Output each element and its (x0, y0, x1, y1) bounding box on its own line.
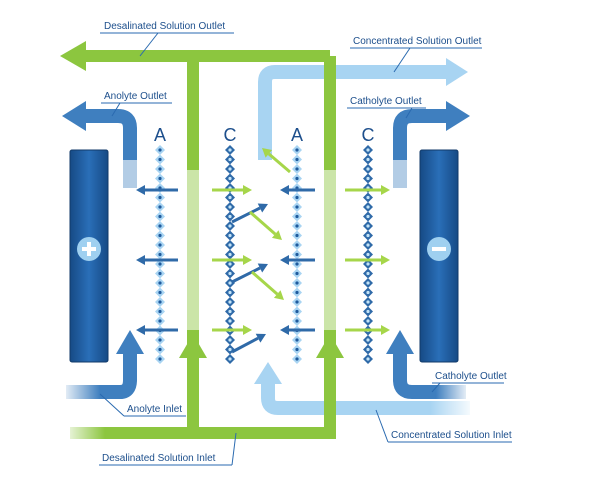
anion-arrow-left-2 (136, 325, 178, 335)
label-anolyte-outlet: Anolyte Outlet (101, 91, 172, 117)
diagonal-ion-arrow-0 (231, 203, 268, 224)
membrane-label-2: C (224, 125, 237, 145)
diagonal-ion-arrow-1 (231, 263, 268, 284)
anolyte-flow (60, 101, 144, 401)
cation-arrow-right-1 (212, 255, 252, 265)
label-concentrated-outlet: Concentrated Solution Outlet (350, 36, 482, 73)
membrane-label-1: A (154, 125, 166, 145)
label-catholyte-outlet-top: Catholyte Outlet (347, 96, 426, 119)
cation-arrow-cathode-2 (345, 325, 390, 335)
svg-text:Concentrated Solution Outlet: Concentrated Solution Outlet (353, 36, 482, 47)
svg-text:Anolyte Outlet: Anolyte Outlet (104, 91, 167, 102)
anion-arrow-left-0 (136, 185, 178, 195)
diagonal-ion-arrow-2 (231, 333, 266, 354)
cation-arrow-cathode-1 (345, 255, 390, 265)
label-anolyte-inlet: Anolyte Inlet (99, 393, 186, 417)
label-desalinated-outlet: Desalinated Solution Outlet (100, 21, 234, 57)
svg-text:Catholyte Outlet: Catholyte Outlet (435, 371, 507, 382)
cation-arrow-right-2 (212, 325, 252, 335)
membrane-1-anion (155, 145, 165, 364)
cation-arrow-cathode-0 (345, 185, 390, 195)
desalinated-solution-flow (60, 41, 344, 441)
concentrated-solution-flow (254, 58, 475, 418)
membrane-label-4: C (362, 125, 375, 145)
catholyte-flow (386, 101, 471, 401)
membrane-label-3: A (291, 125, 303, 145)
ion-migration-arrows (136, 148, 390, 354)
anion-arrow-left-1 (136, 255, 178, 265)
svg-text:Concentrated Solution Inlet: Concentrated Solution Inlet (391, 430, 512, 441)
cation-arrow-right-0 (212, 185, 252, 195)
diagonal-ion-arrow-4 (251, 270, 284, 300)
anode-electrode (69, 149, 109, 363)
anion-arrow-mid-0 (280, 185, 315, 195)
svg-text:Desalinated Solution Inlet: Desalinated Solution Inlet (102, 453, 216, 464)
label-catholyte-outlet-bottom: Catholyte Outlet (431, 371, 507, 393)
membrane-2-cation (225, 145, 235, 364)
svg-text:Anolyte Inlet: Anolyte Inlet (127, 404, 182, 415)
svg-text:Catholyte Outlet: Catholyte Outlet (350, 96, 422, 107)
membrane-stack (155, 145, 373, 364)
membrane-3-anion (292, 145, 302, 364)
svg-text:Desalinated Solution Outlet: Desalinated Solution Outlet (104, 21, 225, 32)
label-desalinated-inlet: Desalinated Solution Inlet (99, 432, 237, 466)
top-ion-arrow (262, 148, 291, 174)
cathode-electrode (419, 149, 459, 363)
label-concentrated-inlet: Concentrated Solution Inlet (375, 409, 512, 443)
anion-arrow-mid-1 (280, 255, 315, 265)
diagonal-ion-arrow-3 (249, 210, 282, 240)
anion-arrow-mid-2 (280, 325, 315, 335)
